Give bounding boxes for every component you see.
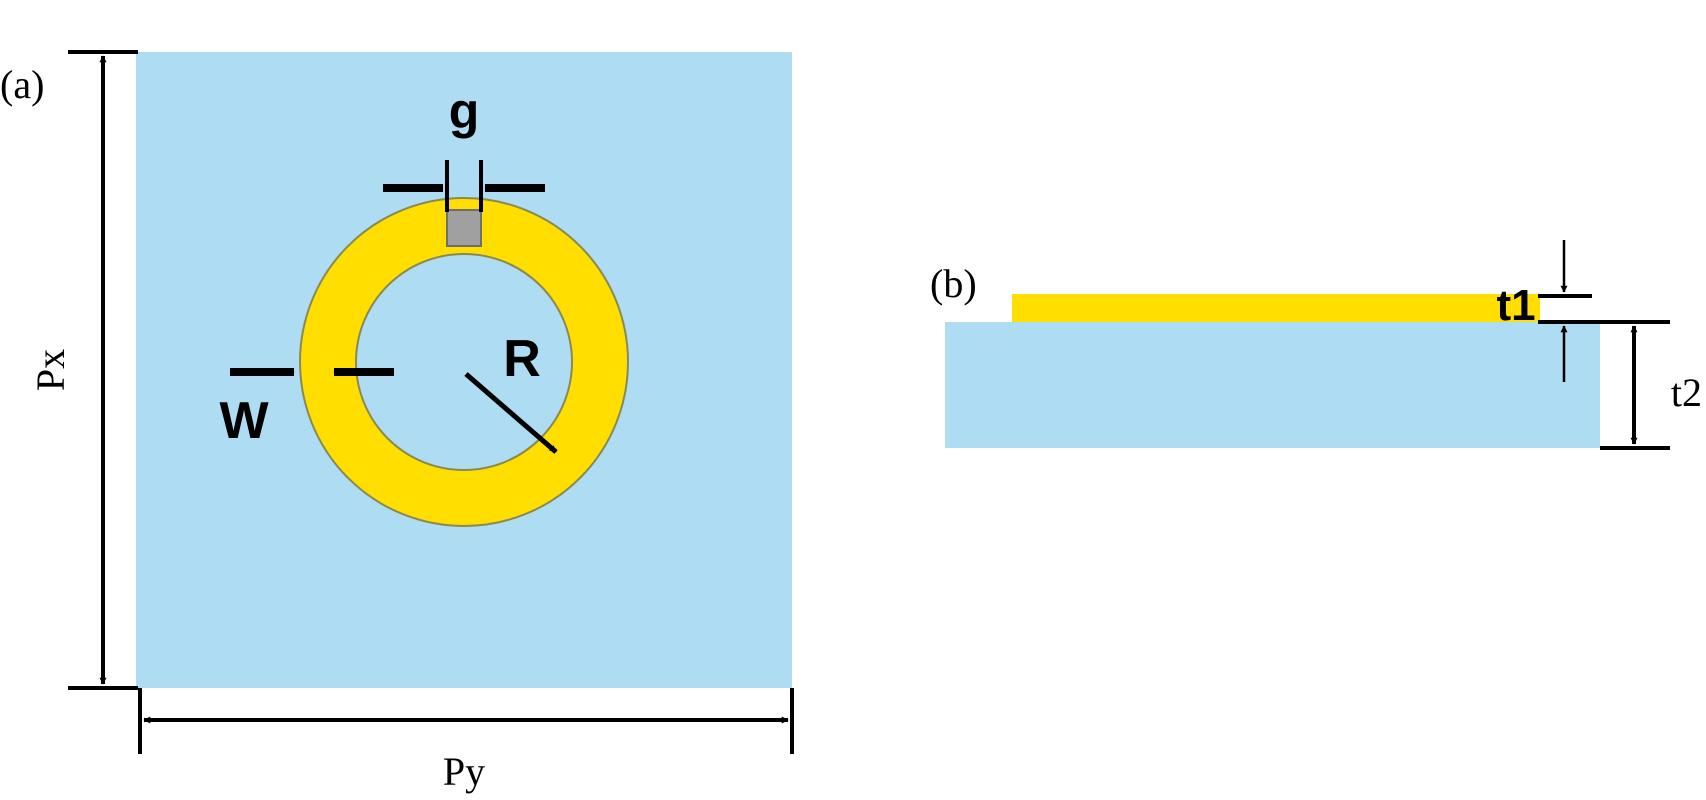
py-label: Py	[443, 749, 485, 794]
panel-a: (a) Px Py g	[0, 50, 794, 794]
t2-label: t2	[1671, 370, 1702, 415]
px-dimension: Px	[28, 50, 138, 690]
g-label: g	[449, 83, 480, 139]
w-dimension: W	[219, 368, 394, 450]
ring-gap	[446, 209, 482, 247]
w-label: W	[219, 392, 269, 450]
px-label: Px	[28, 349, 73, 391]
t1-dimension: t1	[1496, 240, 1600, 382]
dielectric-substrate	[945, 322, 1600, 448]
panel-b: (b) t1 t2	[930, 240, 1702, 450]
g-dimension: g	[383, 83, 545, 212]
r-dimension: R	[464, 330, 558, 454]
r-label: R	[503, 330, 541, 388]
panel-a-label: (a)	[0, 62, 44, 107]
t1-label: t1	[1496, 281, 1535, 330]
split-ring	[299, 197, 629, 527]
metal-layer	[1012, 294, 1540, 322]
t2-dimension: t2	[1600, 320, 1702, 450]
py-dimension: Py	[138, 688, 794, 794]
panel-b-label: (b)	[930, 261, 977, 306]
